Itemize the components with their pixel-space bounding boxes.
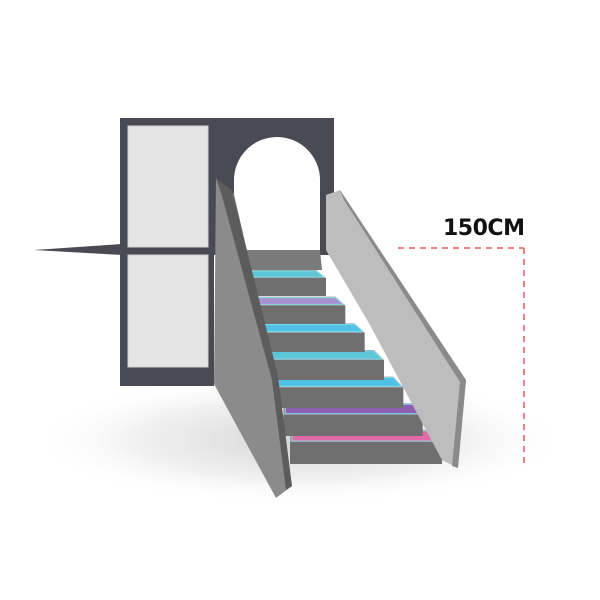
left-side-wall-top (216, 178, 292, 490)
step-4-strip (271, 350, 383, 360)
step-6-riser (256, 305, 346, 324)
step-3-riser (276, 387, 404, 408)
step-4-riser (270, 360, 384, 380)
perspective-line (34, 244, 122, 255)
step-7-riser (250, 278, 326, 296)
lower-door-panel (127, 254, 209, 368)
top-landing (244, 250, 322, 272)
upper-door-panel (127, 125, 209, 248)
step-2-riser (283, 414, 423, 436)
step-6-strip (258, 297, 345, 305)
step-5-strip (264, 323, 364, 333)
height-label: 150CM (443, 216, 525, 241)
left-side-wall (214, 178, 292, 498)
stair-steps (250, 270, 442, 464)
step-5-riser (263, 332, 365, 352)
step-1-riser (290, 442, 442, 464)
right-side-wall (326, 190, 466, 468)
step-7-strip (251, 270, 326, 278)
